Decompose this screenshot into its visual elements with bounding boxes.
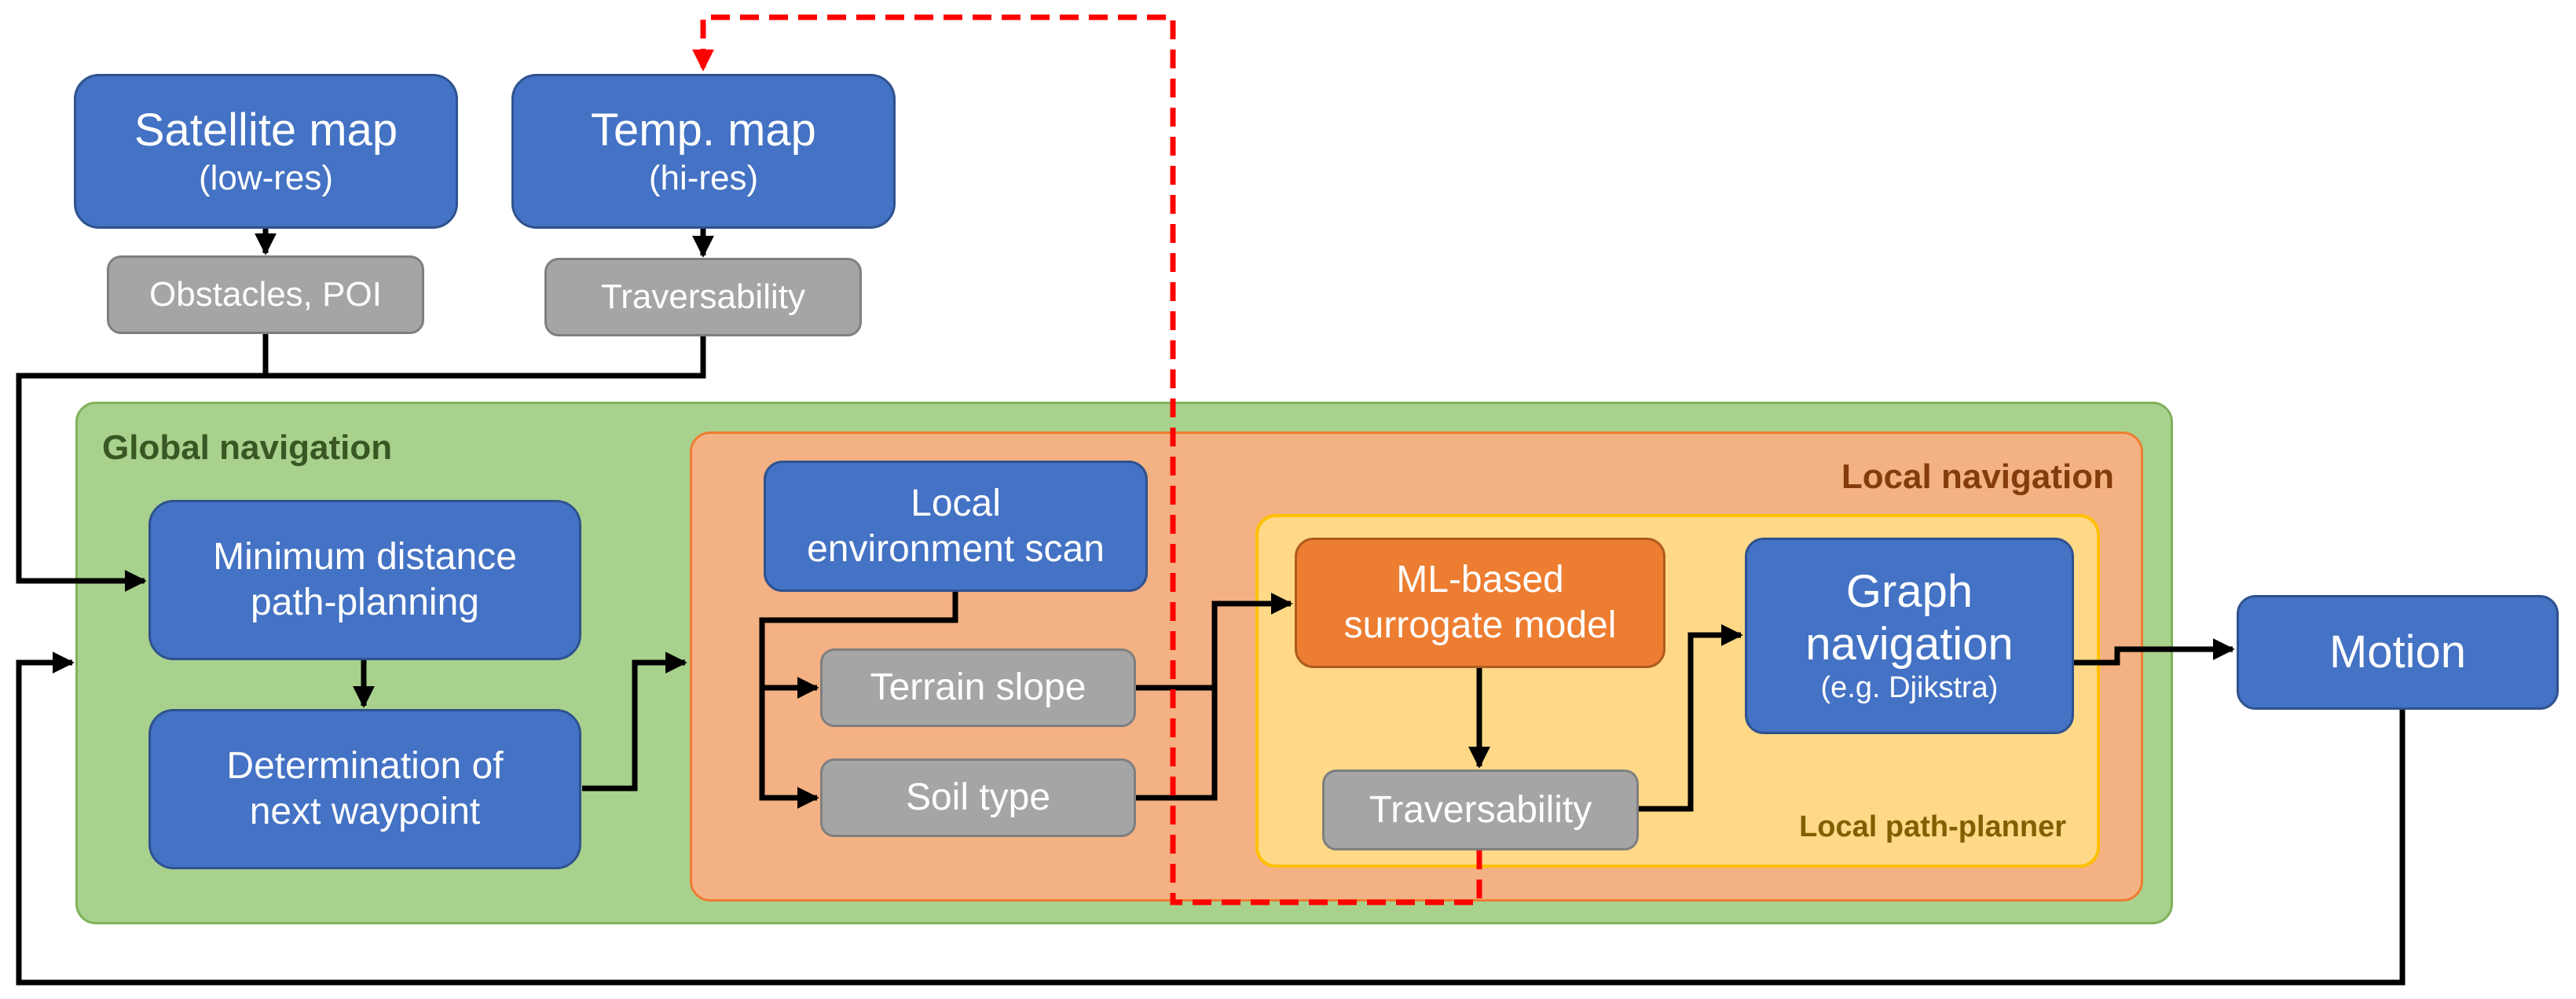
next-waypoint-line1: Determination of <box>226 745 504 788</box>
local-environment-scan-block: Local environment scan <box>764 461 1148 592</box>
satellite-map-title: Satellite map <box>134 105 398 156</box>
next-waypoint-block: Determination of next waypoint <box>148 709 581 869</box>
next-waypoint-line2: next waypoint <box>249 791 481 832</box>
traversability-local-label: Traversability <box>1369 788 1592 831</box>
min-distance-line2: path-planning <box>251 582 479 623</box>
local-navigation-label: Local navigation <box>1841 457 2114 496</box>
soil-type-block: Soil type <box>820 758 1136 837</box>
local-env-scan-line2: environment scan <box>807 527 1105 570</box>
soil-to-model-line <box>1136 604 1218 801</box>
temp-map-block: Temp. map (hi-res) <box>511 74 896 229</box>
scan-to-slope-line <box>759 592 958 699</box>
graph-nav-line3: (e.g. Djikstra) <box>1820 670 1999 704</box>
ml-surrogate-model-block: ML-based surrogate model <box>1295 538 1665 668</box>
terrain-slope-label: Terrain slope <box>870 667 1086 709</box>
motion-feedback-line <box>16 652 2406 986</box>
min-distance-line1: Minimum distance <box>213 536 517 578</box>
temp-map-title: Temp. map <box>591 105 816 156</box>
soil-type-label: Soil type <box>905 777 1051 819</box>
traversability-map-label: Traversability <box>601 277 805 316</box>
motion-label: Motion <box>2329 626 2467 678</box>
min-distance-path-planning-block: Minimum distance path-planning <box>148 500 581 660</box>
maps-to-path-planning-line <box>16 336 706 592</box>
traversability-to-graph-line <box>1639 624 1743 812</box>
graph-to-motion-line <box>2074 638 2235 666</box>
motion-block: Motion <box>2237 595 2559 710</box>
scan-to-soil-line <box>759 688 819 809</box>
local-path-planner-label: Local path-planner <box>1799 810 2066 843</box>
temp-map-subtitle: (hi-res) <box>648 158 759 197</box>
traversability-local-block: Traversability <box>1322 769 1639 850</box>
terrain-slope-block: Terrain slope <box>820 648 1136 727</box>
local-env-scan-line1: Local <box>911 482 1001 524</box>
traversability-map-block: Traversability <box>544 258 862 336</box>
graph-nav-line2: navigation <box>1805 619 2014 670</box>
ml-model-line2: surrogate model <box>1343 604 1617 646</box>
ml-model-line1: ML-based <box>1396 559 1564 601</box>
traversability-feedback-dashed-line <box>692 14 1482 905</box>
obstacles-poi-block: Obstacles, POI <box>107 255 424 334</box>
global-navigation-label: Global navigation <box>102 428 393 467</box>
satellite-map-block: Satellite map (low-res) <box>74 74 458 229</box>
graph-navigation-block: Graph navigation (e.g. Djikstra) <box>1745 538 2074 734</box>
graph-nav-line1: Graph <box>1845 566 1973 618</box>
satellite-map-subtitle: (low-res) <box>198 158 334 197</box>
obstacles-poi-label: Obstacles, POI <box>149 274 382 314</box>
waypoint-to-local-nav-line <box>582 652 687 791</box>
